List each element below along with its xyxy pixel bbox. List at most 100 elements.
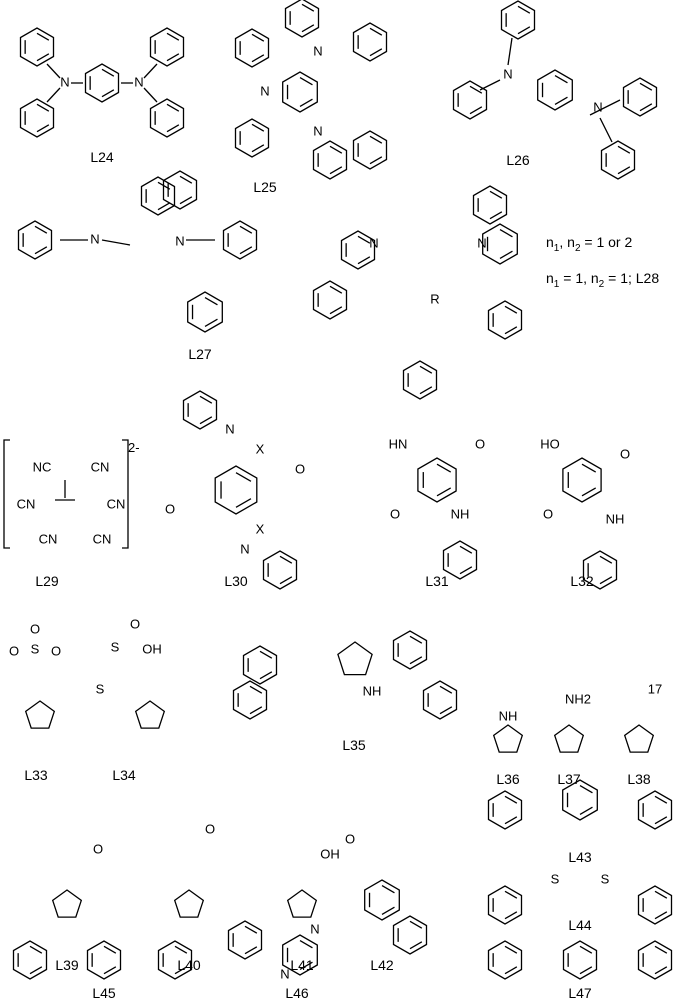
double-bond xyxy=(381,885,395,894)
aromatic-ring xyxy=(312,280,348,320)
double-bond xyxy=(517,26,531,35)
label-L44: L44 xyxy=(568,917,592,933)
atom-label: O xyxy=(130,616,140,631)
aromatic-ring xyxy=(242,645,278,685)
atom-label: O xyxy=(165,501,175,516)
atom-label: O xyxy=(620,446,630,461)
atom-label: X xyxy=(256,441,265,456)
aromatic-ring xyxy=(12,940,48,980)
pyrazole-ring xyxy=(337,641,373,676)
aromatic-ring xyxy=(392,915,428,955)
atom-label: O xyxy=(390,506,400,521)
double-bond xyxy=(579,785,593,794)
double-bond xyxy=(199,416,213,425)
atom-label: HN xyxy=(389,436,408,451)
label-L26: L26 xyxy=(506,152,530,168)
double-bond xyxy=(654,816,668,825)
atom-label: HO xyxy=(540,436,560,451)
aromatic-ring xyxy=(312,140,348,180)
aromatic-ring xyxy=(19,98,55,138)
double-bond xyxy=(174,945,188,954)
double-bond xyxy=(244,925,258,934)
aromatic-ring xyxy=(227,920,263,960)
double-bond xyxy=(36,32,50,41)
double-bond xyxy=(166,32,180,41)
double-bond xyxy=(249,685,263,694)
atom-label: S xyxy=(111,639,120,654)
atom-label: N xyxy=(503,66,512,81)
aromatic-ring xyxy=(637,885,673,925)
double-bond xyxy=(36,124,50,133)
bond xyxy=(143,63,158,79)
bond xyxy=(599,117,613,143)
aromatic-ring xyxy=(234,28,270,68)
quinone-ring xyxy=(417,457,457,503)
n-range-note: n1, n2 = 1 or 2 xyxy=(546,234,633,254)
aromatic-ring xyxy=(157,940,193,980)
double-bond xyxy=(369,156,383,165)
atom-label: N xyxy=(175,233,184,248)
aromatic-ring xyxy=(19,27,55,67)
triazole-ring xyxy=(553,724,585,753)
double-bond xyxy=(157,202,171,211)
double-bond xyxy=(504,945,518,954)
double-bond xyxy=(301,3,315,12)
double-bond xyxy=(409,920,423,929)
triazole-ring xyxy=(51,889,83,918)
atom-label: OH xyxy=(142,641,162,656)
double-bond xyxy=(251,54,265,63)
pyrazine-ring xyxy=(364,879,400,921)
atom-label: O xyxy=(295,461,305,476)
atom-label: CN xyxy=(17,496,36,511)
atom-label: N xyxy=(477,235,486,250)
atom-label: O xyxy=(475,436,485,451)
double-bond xyxy=(235,498,252,508)
double-bond xyxy=(654,795,668,804)
double-bond xyxy=(251,123,265,132)
double-bond xyxy=(357,235,371,244)
double-bond xyxy=(251,33,265,42)
aromatic-ring xyxy=(600,140,636,180)
atom-label: N xyxy=(280,966,289,981)
double-bond xyxy=(369,27,383,36)
label-L42: L42 xyxy=(370,957,394,973)
double-bond xyxy=(204,297,218,306)
atom-label: CN xyxy=(39,531,58,546)
atom-label: O xyxy=(205,821,215,836)
double-bond xyxy=(259,650,273,659)
atom-label: N xyxy=(260,83,269,98)
double-bond xyxy=(103,945,117,954)
double-bond xyxy=(36,103,50,112)
quinone-ring xyxy=(214,465,258,515)
aromatic-ring xyxy=(487,300,523,340)
atom-label: N xyxy=(134,74,143,89)
triazole-ring xyxy=(492,724,524,753)
atom-label: S xyxy=(601,871,610,886)
label-L31: L31 xyxy=(425,573,449,589)
double-bond xyxy=(654,890,668,899)
label-L46: L46 xyxy=(285,985,309,1000)
aromatic-ring xyxy=(140,176,176,216)
atom-label: S xyxy=(551,871,560,886)
label-L30: L30 xyxy=(224,573,248,589)
label-L35: L35 xyxy=(342,737,366,753)
aromatic-ring xyxy=(340,230,376,270)
atom-label: NC xyxy=(33,459,52,474)
atom-label: O xyxy=(543,506,553,521)
aromatic-ring xyxy=(149,27,185,67)
aromatic-ring xyxy=(352,130,388,170)
double-bond xyxy=(166,53,180,62)
double-bond xyxy=(244,946,258,955)
aromatic-ring xyxy=(582,550,618,590)
double-bond xyxy=(654,911,668,920)
double-bond xyxy=(581,463,597,473)
triazole-ring xyxy=(623,724,655,753)
atom-label: O xyxy=(51,643,61,658)
aromatic-ring xyxy=(622,77,658,117)
double-bond xyxy=(103,966,117,975)
double-bond xyxy=(157,181,171,190)
atom-label: CN xyxy=(91,459,110,474)
aromatic-ring xyxy=(149,98,185,138)
label-L40: L40 xyxy=(177,957,201,973)
